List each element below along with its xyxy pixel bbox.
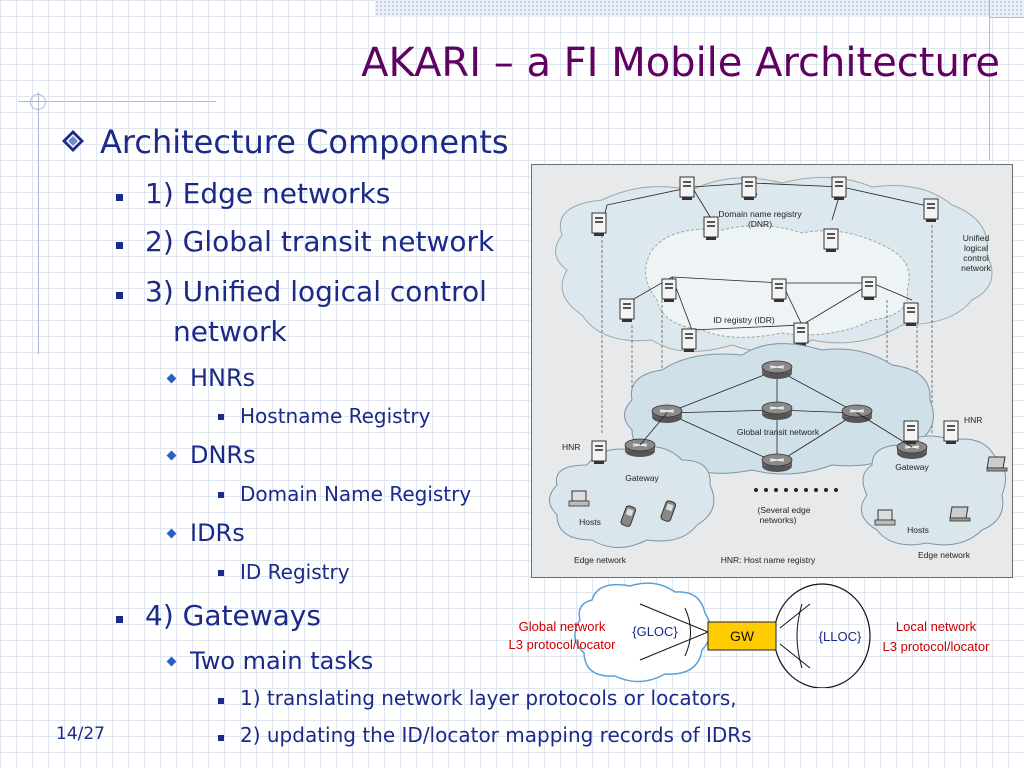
page-number: 14/27 [56, 724, 105, 744]
decor-circle [30, 94, 46, 110]
gateway-diagram: GW {GLOC} {LLOC} Global network L3 proto… [509, 582, 991, 688]
diamond-bullet-icon [62, 130, 84, 152]
decor-vertical-line-right [989, 0, 990, 160]
hnr-left-label: HNR [562, 442, 580, 452]
bullet-idrs: IDRs [190, 519, 245, 547]
gw-label: GW [730, 628, 755, 644]
edge-right-label: Edge network [918, 550, 971, 560]
hosts-right-label: Hosts [907, 525, 929, 535]
decor-horizontal-line [18, 101, 216, 102]
unified-label-1: Unified [963, 233, 990, 243]
dnr-label-abbr: (DNR) [748, 219, 772, 229]
global-network-label-2: L3 protocol/locator [509, 637, 617, 652]
hnr-caption: HNR: Host name registry [721, 555, 816, 565]
square-bullet-icon [116, 242, 123, 249]
gateway-right-label: Gateway [895, 462, 929, 472]
local-network-label-2: L3 protocol/locator [883, 639, 991, 654]
square-sub-bullet-icon [218, 570, 224, 576]
square-bullet-icon [116, 292, 123, 299]
bullet-hnrs: HNRs [190, 364, 256, 392]
square-bullet-icon [116, 616, 123, 623]
unified-label-3: control [963, 253, 989, 263]
square-sub-bullet-icon [218, 414, 224, 420]
bullet-hostname-registry: Hostname Registry [240, 404, 431, 428]
square-sub-bullet-icon [218, 492, 224, 498]
bullet-task-updating: 2) updating the ID/locator mapping recor… [240, 723, 752, 747]
architecture-diagram: Domain name registry (DNR) ID registry (… [549, 176, 1008, 565]
bullet-unified-control-line2: network [173, 315, 287, 348]
bullet-domain-name-registry: Domain Name Registry [240, 482, 472, 506]
bullet-dnrs: DNRs [190, 441, 256, 469]
unified-label-2: logical [964, 243, 988, 253]
decor-top-right-line [989, 17, 1024, 18]
bullet-two-main-tasks: Two main tasks [190, 647, 374, 675]
gateway-left-label: Gateway [625, 473, 659, 483]
bullet-id-registry: ID Registry [240, 560, 350, 584]
gloc-label: {GLOC} [632, 624, 678, 639]
bullet-unified-control-line1: 3) Unified logical control [145, 275, 487, 308]
square-bullet-icon [116, 194, 123, 201]
bullet-global-transit: 2) Global transit network [145, 225, 495, 258]
hnr-right-label: HNR [964, 415, 982, 425]
edge-left-label: Edge network [574, 555, 627, 565]
architecture-figure: Domain name registry (DNR) ID registry (… [531, 164, 1013, 578]
global-transit-label: Global transit network [737, 427, 820, 437]
local-network-label-1: Local network [896, 619, 977, 634]
square-sub-bullet-icon [218, 735, 224, 741]
several-edge-label-1: (Several edge [758, 505, 811, 515]
bullet-task-translating: 1) translating network layer protocols o… [240, 686, 737, 710]
bullet-architecture-components: Architecture Components [100, 123, 509, 161]
dnr-label: Domain name registry [718, 209, 802, 219]
top-decor-band [375, 0, 1024, 17]
gw-box [707, 621, 777, 651]
several-edge-label-2: networks) [760, 515, 797, 525]
idr-label: ID registry (IDR) [713, 315, 775, 325]
hosts-left-label: Hosts [579, 517, 601, 527]
lloc-label: {LLOC} [819, 629, 862, 644]
unified-label-4: network [961, 263, 992, 273]
bullet-gateways: 4) Gateways [145, 599, 321, 632]
square-sub-bullet-icon [218, 698, 224, 704]
decor-vertical-line-left [38, 92, 39, 354]
slide-title: AKARI – a FI Mobile Architecture [361, 40, 1000, 86]
bullet-edge-networks: 1) Edge networks [145, 177, 391, 210]
global-network-label-1: Global network [519, 619, 606, 634]
